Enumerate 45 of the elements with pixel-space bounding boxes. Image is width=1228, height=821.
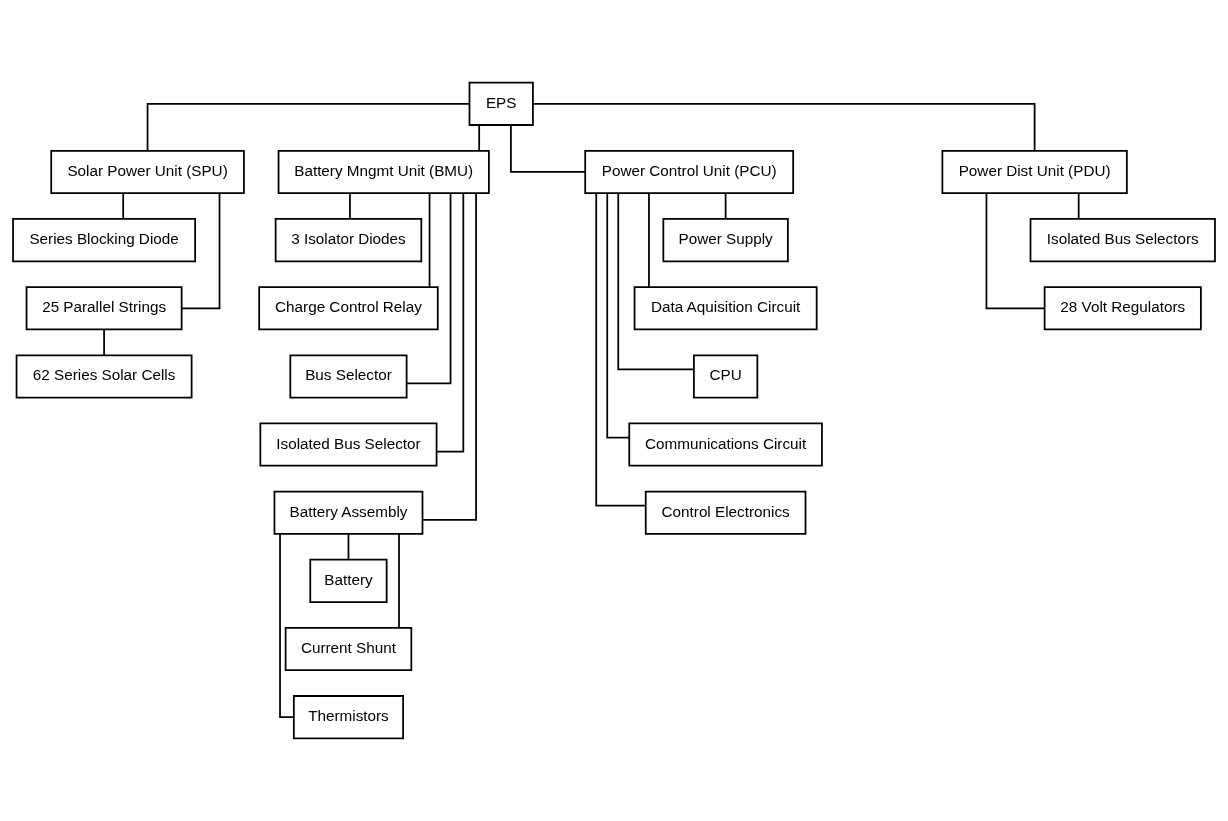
- node-box: Communications Circuit: [628, 422, 823, 467]
- node-box: Data Aquisition Circuit: [633, 286, 818, 331]
- node-box: Bus Selector: [289, 354, 408, 399]
- node-box: Current Shunt: [284, 627, 413, 672]
- node-box: Isolated Bus Selector: [259, 422, 438, 467]
- connector: [398, 533, 400, 629]
- connector: [595, 192, 647, 507]
- connector: [279, 533, 295, 719]
- connector: [103, 328, 105, 356]
- node-box: Solar Power Unit (SPU): [50, 149, 245, 194]
- node-box: Power Dist Unit (PDU): [941, 149, 1128, 194]
- node-box: CPU: [693, 354, 759, 399]
- node-box: Power Supply: [662, 218, 789, 263]
- node-box: 62 Series Solar Cells: [15, 354, 193, 399]
- connector: [428, 192, 431, 288]
- connector: [617, 192, 695, 371]
- connector: [648, 192, 650, 288]
- node-box: 28 Volt Regulators: [1043, 286, 1202, 331]
- connector: [421, 192, 477, 521]
- node-box: Power Control Unit (PCU): [584, 149, 795, 194]
- connector: [405, 192, 452, 385]
- node-box: Battery: [309, 558, 388, 603]
- connector: [724, 192, 727, 220]
- connector: [349, 192, 351, 220]
- node-box: Charge Control Relay: [258, 286, 439, 331]
- connector: [985, 192, 1046, 310]
- node-box: Series Blocking Diode: [12, 218, 196, 263]
- node-box: EPS: [468, 81, 534, 126]
- connector: [122, 192, 125, 220]
- connector: [180, 192, 221, 310]
- node-box: 25 Parallel Strings: [25, 286, 183, 331]
- node-box: Battery Assembly: [273, 490, 424, 535]
- connector: [510, 124, 586, 173]
- connector: [606, 192, 630, 439]
- connector: [146, 102, 471, 152]
- node-box: Isolated Bus Selectors: [1029, 218, 1216, 263]
- connector: [532, 102, 1036, 152]
- connector: [478, 124, 481, 152]
- connector: [1077, 192, 1080, 220]
- connector: [347, 533, 350, 561]
- node-box: Control Electronics: [644, 490, 807, 535]
- node-box: Thermistors: [292, 695, 404, 740]
- connector: [435, 192, 465, 453]
- node-box: Battery Mngmt Unit (BMU): [277, 149, 490, 194]
- node-box: 3 Isolator Diodes: [274, 218, 423, 263]
